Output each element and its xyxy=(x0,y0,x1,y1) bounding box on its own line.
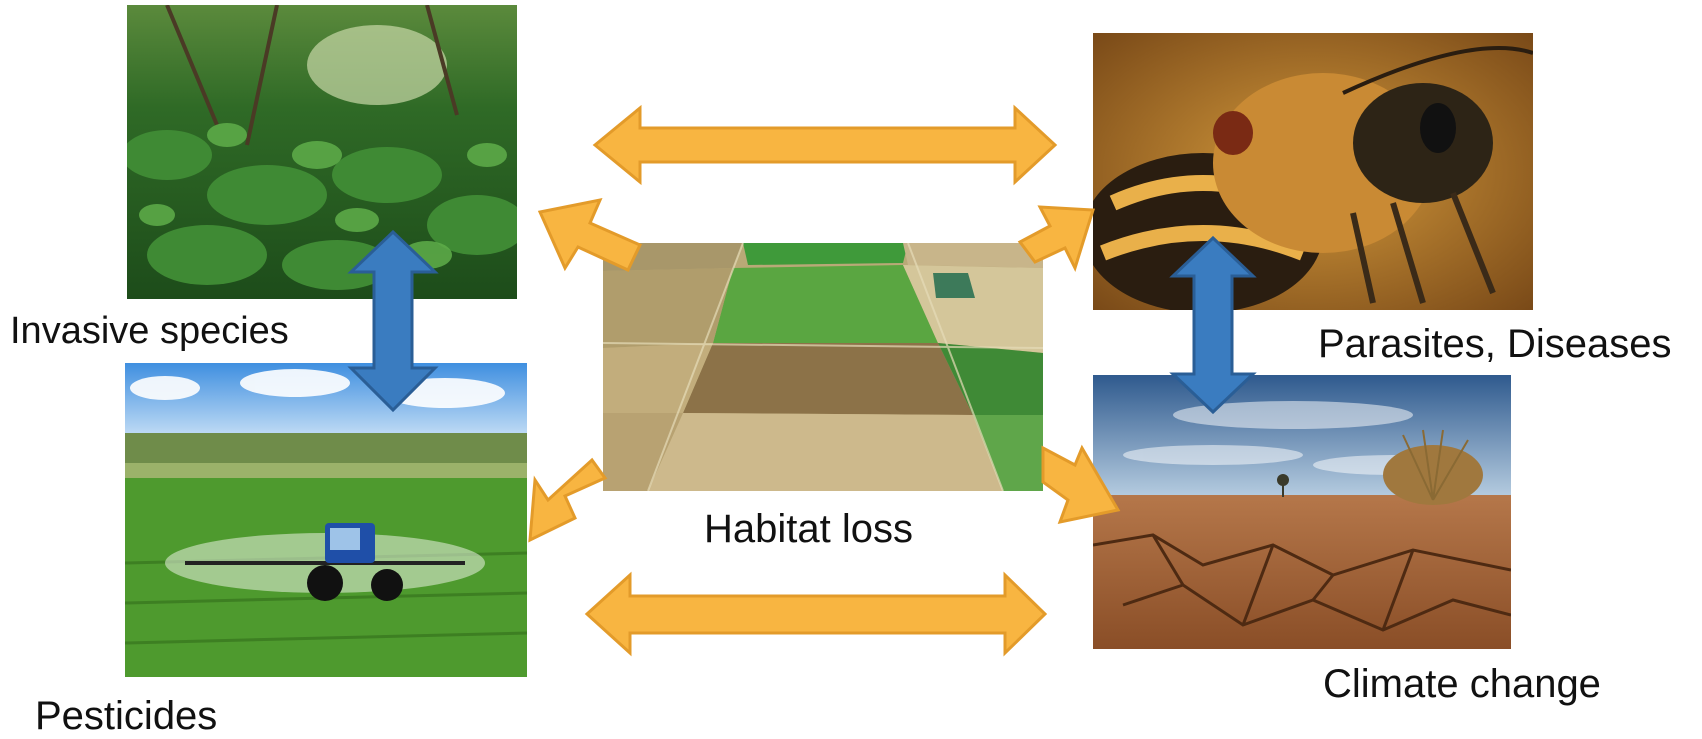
invasive-species-label: Invasive species xyxy=(10,310,289,352)
parasites-diseases-label: Parasites, Diseases xyxy=(1318,322,1672,366)
pesticides-image xyxy=(125,363,527,677)
double-arrow-top xyxy=(592,104,1058,186)
climate-change-image xyxy=(1093,375,1511,649)
double-arrow-bottom xyxy=(584,571,1048,657)
invasive-species-image xyxy=(127,5,517,299)
pesticides-label: Pesticides xyxy=(35,694,218,738)
habitat-loss-image xyxy=(603,243,1043,491)
arrow-to-pesticides xyxy=(528,457,608,543)
habitat-loss-label: Habitat loss xyxy=(704,507,913,551)
parasites-diseases-image xyxy=(1093,33,1533,310)
climate-change-label: Climate change xyxy=(1323,662,1601,706)
